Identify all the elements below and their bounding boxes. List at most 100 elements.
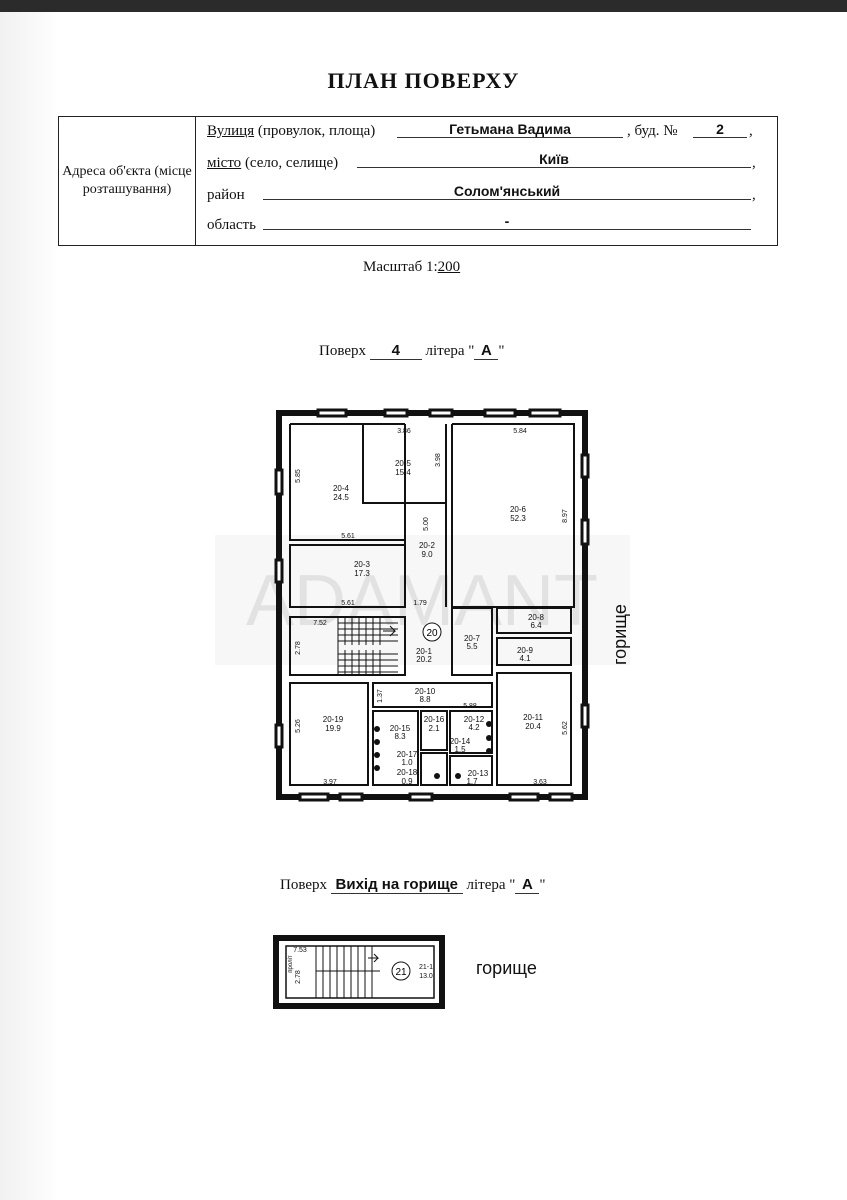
city-value: Київ xyxy=(357,151,751,168)
dimension-label: 5.85 xyxy=(295,469,302,483)
room-id: 20-11 xyxy=(523,713,543,722)
room-id: 20-7 xyxy=(464,634,481,643)
room-area: 4.2 xyxy=(468,723,480,732)
room-id: 20-3 xyxy=(354,560,371,569)
floor-label: Поверх xyxy=(280,877,327,893)
letter-close: " xyxy=(498,343,505,359)
floor-label: Поверх xyxy=(319,343,366,359)
floor-heading-2: Поверх Вихід на горище літера "А" xyxy=(280,876,546,894)
room-id: 20-14 xyxy=(450,737,471,746)
letter-close: " xyxy=(539,877,546,893)
staircase-20 xyxy=(337,617,398,675)
watermark-box xyxy=(215,535,630,665)
scale-value: 200 xyxy=(437,259,461,275)
room-id: 21-1 xyxy=(419,964,433,971)
attic-label: горище xyxy=(476,958,537,978)
street-value: Гетьмана Вадима xyxy=(397,121,623,138)
dimension-label: 1.37 xyxy=(377,689,384,703)
district-value: Солом'янський xyxy=(263,183,751,200)
stair-number: 20 xyxy=(426,628,438,639)
room-id: 20-8 xyxy=(528,613,545,622)
page-title: ПЛАН ПОВЕРХУ xyxy=(327,68,520,93)
building-value: 2 xyxy=(693,121,747,138)
room-id: 20-9 xyxy=(517,646,534,655)
city-row: місто (село, селище) xyxy=(207,155,338,172)
room-id: 20-19 xyxy=(323,715,344,724)
room-area: 5.5 xyxy=(466,642,478,651)
dimension-label: 5.61 xyxy=(341,533,355,540)
dimension-label: 3.63 xyxy=(533,779,547,786)
floor-value: Вихід на горище xyxy=(330,876,463,894)
room-id: 20-6 xyxy=(510,505,527,514)
dimension-label: 5.88 xyxy=(463,703,477,710)
district-comma: , xyxy=(752,187,756,203)
room-id: 20-12 xyxy=(464,715,485,724)
city-label: місто xyxy=(207,155,242,171)
room-area: 20.2 xyxy=(416,655,432,664)
city-label-rest: (село, селище) xyxy=(241,155,339,171)
room-area: 1.5 xyxy=(454,745,466,754)
room-id: 20-5 xyxy=(395,459,412,468)
dimension-label: 2.78 xyxy=(295,641,302,655)
room-area: 19.9 xyxy=(325,724,341,733)
room-id: 20-4 xyxy=(333,484,350,493)
attic-exit-wall xyxy=(273,935,445,1009)
dimension-label: 2.78 xyxy=(295,970,302,984)
letter-label: літера " xyxy=(425,343,475,359)
dimension-label: 5.61 xyxy=(341,600,355,607)
room-area: 1.0 xyxy=(401,758,413,767)
passage-label: проліт xyxy=(288,955,294,973)
dimension-label: 3.97 xyxy=(323,779,337,786)
sanitary-fixtures xyxy=(374,721,492,779)
room-id: 20-2 xyxy=(419,541,436,550)
room-id: 20-16 xyxy=(424,715,445,724)
staircase-21 xyxy=(315,946,380,998)
street-label-rest: (провулок, площа) xyxy=(254,123,376,139)
dimension-label: 7.53 xyxy=(293,947,307,954)
room-area: 0.9 xyxy=(401,777,413,786)
city-comma: , xyxy=(752,155,756,171)
dimension-label: 5.84 xyxy=(513,428,527,435)
letter-label: літера " xyxy=(466,877,516,893)
scan-left-margin xyxy=(0,12,58,1200)
floor-heading-1: Поверх 4 літера "А" xyxy=(319,342,505,360)
room-id: 20-18 xyxy=(397,768,418,777)
street-label: Вулиця xyxy=(207,123,255,139)
floor-value: 4 xyxy=(369,342,422,360)
scale-line: Масштаб 1:200 xyxy=(363,259,460,276)
address-table: Адреса об'єкта (місце розташування) Вули… xyxy=(58,116,778,246)
region-value: - xyxy=(263,213,751,230)
dimension-label: 1.79 xyxy=(413,600,427,607)
district-label: район xyxy=(207,187,245,203)
building-label: , буд. № xyxy=(627,123,678,139)
letter-value: А xyxy=(515,876,540,894)
room-id: 20-13 xyxy=(468,769,489,778)
stair-number-circle xyxy=(391,961,411,981)
room-id: 20-1 xyxy=(416,647,433,656)
dimension-label: 5.00 xyxy=(423,517,430,531)
dimension-label: 3.86 xyxy=(397,428,411,435)
street-row: Вулиця (провулок, площа) xyxy=(207,123,375,140)
letter-value: А xyxy=(474,342,499,360)
dimension-label: 7.52 xyxy=(313,620,327,627)
scale-label: Масштаб 1: xyxy=(363,259,438,275)
room-area: 8.3 xyxy=(394,732,406,741)
room-area: 1.7 xyxy=(466,777,478,786)
room-area: 8.8 xyxy=(419,695,431,704)
stair-number-circle xyxy=(422,622,442,642)
dimension-label: 3.98 xyxy=(435,453,442,467)
room-area: 9.0 xyxy=(421,550,433,559)
room-area: 24.5 xyxy=(333,493,349,502)
room-area: 13.0 xyxy=(419,973,433,980)
room-area: 17.3 xyxy=(354,569,370,578)
dimension-label: 8.97 xyxy=(562,509,569,523)
dimension-label: 5.26 xyxy=(295,719,302,733)
room-area: 52.3 xyxy=(510,514,526,523)
dimension-label: 5.62 xyxy=(562,721,569,735)
room-area: 20.4 xyxy=(525,722,541,731)
region-label: область xyxy=(207,217,256,233)
street-comma: , xyxy=(749,123,753,139)
room-area: 6.4 xyxy=(530,621,542,630)
